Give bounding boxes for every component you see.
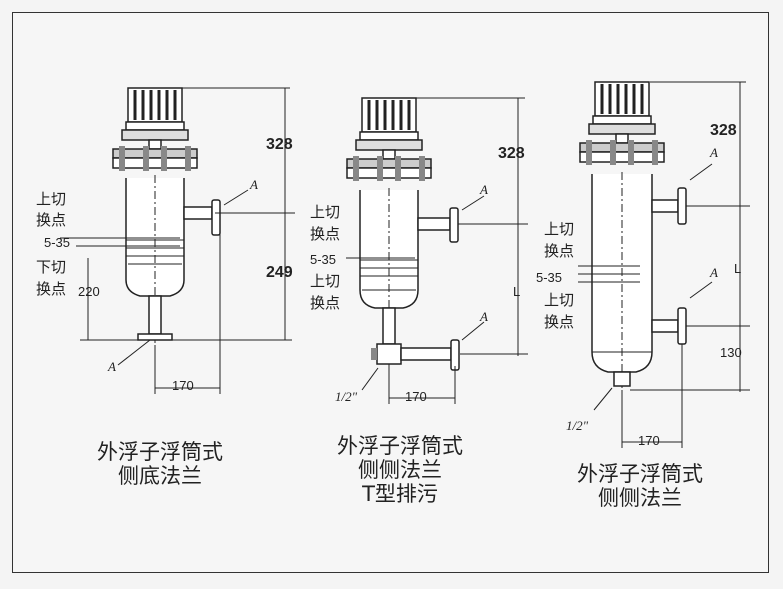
range-label-3: 5-35 xyxy=(536,270,563,285)
lower-switch-line1-2: 上切 xyxy=(310,272,341,290)
upper-switch-line1-1: 上切 xyxy=(36,190,67,208)
section-a-label-2: A xyxy=(480,182,488,197)
chamber-1 xyxy=(60,86,295,394)
section-a-label-3b: A xyxy=(710,265,718,280)
caption-2-line3: T型排污 xyxy=(362,482,438,506)
upper-switch-line2-1: 换点 xyxy=(36,211,67,229)
caption-1: 外浮子浮筒式 侧底法兰 xyxy=(70,440,250,488)
dim-328-2: 328 xyxy=(498,145,525,162)
caption-2-line2: 侧侧法兰 xyxy=(358,458,442,482)
dim-170-3: 170 xyxy=(638,433,660,448)
range-label-1: 5-35 xyxy=(44,235,71,250)
dim-328-3: 328 xyxy=(710,122,737,139)
dim-249: 249 xyxy=(266,264,293,281)
dim-170-1: 170 xyxy=(172,378,194,393)
section-a-label-2b: A xyxy=(480,309,488,324)
lower-switch-line1-3: 上切 xyxy=(544,291,575,309)
lower-switch-line2-1: 换点 xyxy=(36,280,67,298)
upper-switch-line2-3: 换点 xyxy=(544,242,575,260)
pipe-size-3: 1/2" xyxy=(566,418,589,433)
caption-2: 外浮子浮筒式 侧侧法兰 T型排污 xyxy=(310,434,490,506)
section-a-label-3: A xyxy=(710,145,718,160)
caption-3-line1: 外浮子浮筒式 xyxy=(577,462,703,486)
lower-switch-line1-1: 下切 xyxy=(36,258,67,276)
upper-switch-line2-2: 换点 xyxy=(310,225,341,243)
lower-switch-line2-2: 换点 xyxy=(310,294,341,312)
caption-3-line2: 侧侧法兰 xyxy=(598,486,682,510)
dim-328-1: 328 xyxy=(266,136,293,153)
upper-switch-line1-2: 上切 xyxy=(310,203,341,221)
pipe-size-2: 1/2" xyxy=(335,389,358,404)
dim-L-2: L xyxy=(513,284,521,299)
caption-1-line2: 侧底法兰 xyxy=(118,464,202,488)
range-label-2: 5-35 xyxy=(310,252,337,267)
caption-3: 外浮子浮筒式 侧侧法兰 xyxy=(550,462,730,510)
section-a-label-1b: A xyxy=(108,359,116,374)
section-a-label-1: A xyxy=(250,177,258,192)
chamber-3 xyxy=(578,80,750,448)
dim-220: 220 xyxy=(78,284,100,299)
lower-switch-line2-3: 换点 xyxy=(544,313,575,331)
dim-130: 130 xyxy=(720,345,742,360)
dim-L-3: L xyxy=(734,261,742,276)
caption-1-line1: 外浮子浮筒式 xyxy=(97,440,223,464)
caption-2-line1: 外浮子浮筒式 xyxy=(337,434,463,458)
chamber-2 xyxy=(345,96,528,404)
upper-switch-line1-3: 上切 xyxy=(544,220,575,238)
dim-170-2: 170 xyxy=(405,389,427,404)
